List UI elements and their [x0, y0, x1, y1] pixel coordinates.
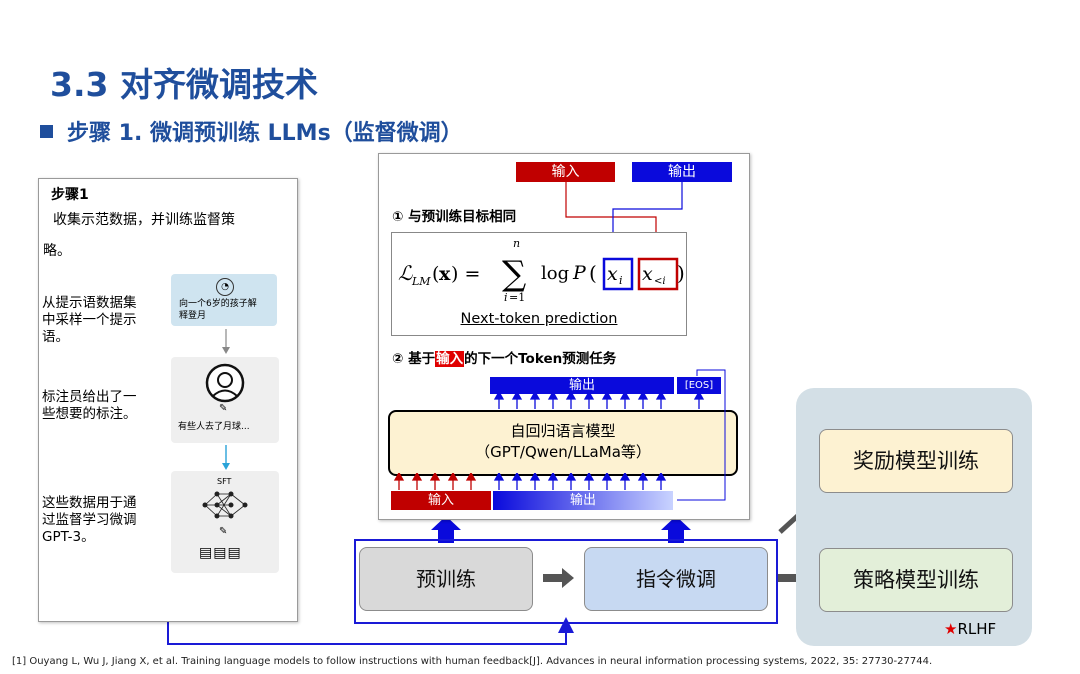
section-same-objective: ① 与预训练目标相同 [392, 209, 517, 225]
pencil-icon: ✎ [219, 526, 228, 537]
training-flow-frame [354, 539, 778, 624]
reward-model-stage: 奖励模型训练 [819, 429, 1013, 493]
svg-text:<i: <i [654, 276, 666, 287]
svg-text:∑: ∑ [502, 254, 526, 294]
instruct-tune-stage: 指令微调 [584, 547, 768, 611]
lm-loss-formula: ℒ LM ( x ) = ∑ n i =1 log P ( x i x <i ) [398, 237, 685, 304]
instruct-up-arrow [661, 516, 691, 543]
pencil-icon: ✎ [219, 403, 228, 414]
prompt-icon: ◔ [216, 278, 234, 296]
svg-text:) =: ) = [451, 263, 480, 285]
step1-intro-line1: 收集示范数据，并训练监督策 [53, 212, 235, 228]
svg-text:): ) [677, 261, 685, 285]
svg-text:=1: =1 [509, 291, 525, 304]
star-icon: ★ [944, 620, 958, 638]
labeler-card: ✎ 有些人去了月球... [171, 357, 279, 443]
page-title: 3.3 对齐微调技术 [50, 65, 318, 104]
output-bar: 输出 [490, 377, 674, 394]
model-title: 自回归语言模型 [510, 422, 616, 440]
svg-text:ℒ: ℒ [398, 261, 413, 285]
policy-model-stage: 策略模型训练 [819, 548, 1013, 612]
svg-text:log: log [541, 263, 569, 284]
svg-text:x: x [642, 263, 653, 285]
highlight-input: 输入 [435, 351, 465, 367]
output-tag: 输出 [632, 162, 732, 182]
down-arrow-icon [222, 329, 230, 354]
prompt-card: ◔ 向一个6岁的孩子解 释登月 [171, 274, 277, 326]
pretrain-up-arrow [431, 516, 461, 543]
next-token-label: Next-token prediction [460, 311, 618, 327]
person-icon [205, 363, 245, 403]
sft-card: SFT ✎ ▤▤▤ [171, 471, 279, 573]
step1-title: 步骤1 [51, 187, 89, 203]
svg-text:(: ( [589, 261, 597, 285]
sample-prompt-text: 从提示语数据集 中采样一个提示 语。 [42, 295, 137, 345]
left-panel-connector [167, 617, 574, 645]
pretrain-stage: 预训练 [359, 547, 533, 611]
eos-feedback-line [677, 369, 726, 501]
step1-intro-line2: 略。 [43, 243, 71, 259]
section-next-token-task: ② 基于输入的下一个Token预测任务 [392, 351, 617, 367]
section-subtitle: 步骤 1. 微调预训练 LLMs（监督微调） [40, 115, 463, 147]
bottom-input-bar: 输入 [391, 491, 491, 510]
step1-panel: 步骤1 收集示范数据，并训练监督策 略。 从提示语数据集 中采样一个提示 语。 … [38, 178, 298, 622]
svg-text:P: P [572, 262, 587, 284]
formula-box: ℒ LM ( x ) = ∑ n i =1 log P ( x i x <i )… [391, 232, 687, 336]
sft-label: SFT [217, 477, 232, 486]
input-up-arrows [393, 473, 667, 490]
svg-text:x: x [607, 263, 618, 285]
network-icon [202, 491, 248, 519]
svg-text:x: x [439, 263, 451, 285]
model-examples: （GPT/Qwen/LLaMa等） [475, 443, 651, 461]
pretrain-to-instruct-arrow [543, 568, 574, 588]
svg-text:LM: LM [411, 275, 431, 288]
reference-footnote: [1] Ouyang L, Wu J, Jiang X, et al. Trai… [12, 656, 933, 667]
subtitle-text: 步骤 1. 微调预训练 LLMs（监督微调） [67, 121, 463, 146]
eos-token: [EOS] [677, 377, 721, 394]
rlhf-label: ★RLHF [944, 620, 997, 638]
down-arrow-icon [222, 445, 230, 470]
finetune-text: 这些数据用于通 过监督学习微调 GPT-3。 [42, 495, 137, 545]
annotation-text: 有些人去了月球... [178, 422, 250, 432]
labeler-text: 标注员给出了一 些想要的标注。 [42, 389, 137, 422]
svg-text:(: ( [432, 263, 439, 285]
autoregressive-model-box: 自回归语言模型 （GPT/Qwen/LLaMa等） [388, 410, 738, 476]
document-stack-icon: ▤▤▤ [199, 545, 242, 561]
output-up-arrows [493, 392, 705, 409]
bullet-square-icon [40, 125, 53, 138]
svg-text:n: n [513, 237, 520, 250]
bottom-output-bar: 输出 [493, 491, 673, 510]
sft-detail-panel: 输入 输出 ① 与预训练目标相同 ℒ LM ( x ) = ∑ n i =1 l… [378, 153, 750, 520]
svg-text:i: i [504, 291, 508, 304]
input-tag: 输入 [516, 162, 615, 182]
svg-text:i: i [619, 274, 623, 287]
